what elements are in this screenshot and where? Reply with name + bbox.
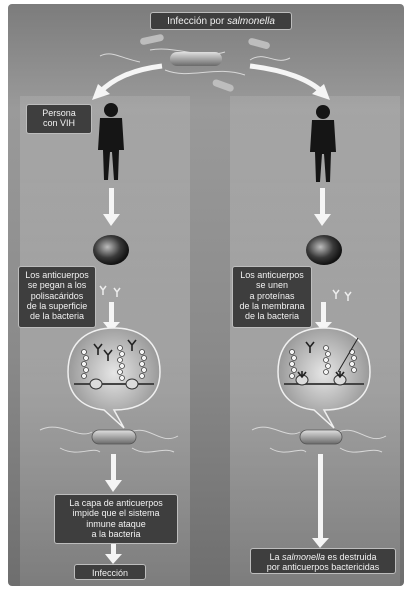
antibody-label-right: Los anticuerpos se unen a proteínas de l… <box>232 266 312 328</box>
down-arrows-top <box>103 188 331 226</box>
antibody-right-line-1: Los anticuerpos <box>237 270 307 280</box>
final-right-line-2: por anticuerpos bactericidas <box>255 562 391 572</box>
outcome-label-left: La capa de anticuerpos impide que el sis… <box>54 494 178 544</box>
antibody-left-line-1: Los anticuerpos <box>23 270 91 280</box>
antibody-right-line-5: de la bacteria <box>237 311 307 321</box>
antibody-left-line-3: polisacáridos <box>23 291 91 301</box>
outcome-left-line-4: a la bacteria <box>59 529 173 539</box>
outcome-left-line-1: La capa de anticuerpos <box>59 498 173 508</box>
antibody-right-line-4: de la membrana <box>237 301 307 311</box>
branch-arrows <box>92 66 330 100</box>
antibody-right-line-3: a proteínas <box>237 291 307 301</box>
antibody-left-line-4: de la superficie <box>23 301 91 311</box>
magnified-view-left <box>68 328 160 428</box>
person-label-left: Persona con VIH <box>26 104 92 134</box>
person-label-line-2: con VIH <box>31 118 87 128</box>
bacterium-left <box>40 427 178 452</box>
person-icon-left <box>98 103 124 180</box>
final-label-left: Infección <box>74 564 146 580</box>
outcome-left-line-3: inmune ataque <box>59 519 173 529</box>
final-right-prefix: La <box>269 552 282 562</box>
final-right-rest: es destruida <box>325 552 377 562</box>
immune-cell-icon-left <box>93 235 129 265</box>
immune-cell-icon-right <box>306 235 342 265</box>
salmonella-cluster <box>100 34 290 93</box>
magnified-view-right <box>278 328 370 428</box>
antibody-right-line-2: se unen <box>237 280 307 290</box>
person-icon-right <box>310 105 336 182</box>
final-right-line-1: La salmonella es destruida <box>255 552 391 562</box>
antibody-icons-small <box>100 286 351 301</box>
bacterium-right <box>252 427 386 452</box>
final-left-text: Infección <box>92 568 128 578</box>
antibody-label-left: Los anticuerpos se pegan a los polisacár… <box>18 266 96 328</box>
title-italic: salmonella <box>227 16 275 27</box>
person-label-line-1: Persona <box>31 108 87 118</box>
antibody-left-line-5: de la bacteria <box>23 311 91 321</box>
outcome-left-line-2: impide que el sistema <box>59 508 173 518</box>
final-right-italic: salmonella <box>282 552 325 562</box>
title-prefix: Infección por <box>167 16 227 27</box>
antibody-left-line-2: se pegan a los <box>23 280 91 290</box>
title-label: Infección por salmonella <box>150 12 292 30</box>
final-label-right: La salmonella es destruida por anticuerp… <box>250 548 396 574</box>
